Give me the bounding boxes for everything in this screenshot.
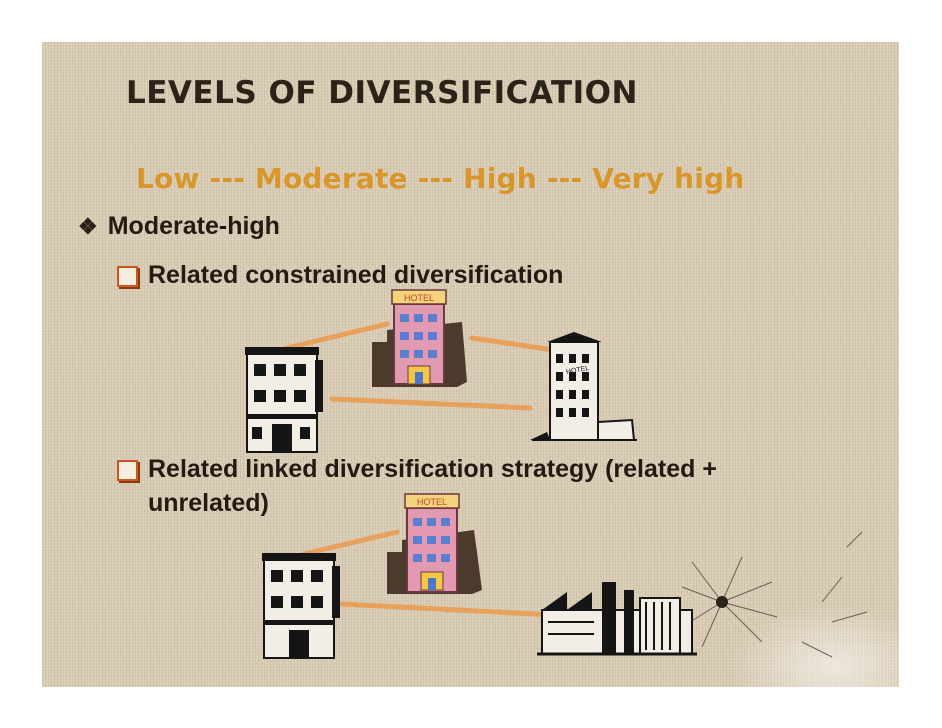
checkbox-bullet-icon xyxy=(117,266,138,287)
connector-line xyxy=(329,396,533,411)
diamond-bullet-icon: ❖ xyxy=(78,213,98,239)
level-bullet-label: Moderate-high xyxy=(107,212,280,240)
old-building-icon xyxy=(245,347,323,453)
checkbox-bullet-icon xyxy=(117,460,138,481)
tower-hotel-sign: HOTEL xyxy=(566,365,590,376)
pink-hotel-icon: HOTEL xyxy=(372,289,467,387)
hotel-sign: HOTEL xyxy=(404,293,434,303)
sub-bullet-related-linked: Related linked diversification strategy … xyxy=(117,452,817,520)
diagram-constrained: HOTEL HOTEL xyxy=(245,289,637,453)
factory-icon xyxy=(537,582,697,656)
pink-hotel-icon: HOTEL xyxy=(387,493,482,594)
connector-line xyxy=(284,321,390,351)
connector-line xyxy=(339,601,557,618)
tower-hotel-icon: HOTEL xyxy=(530,332,637,441)
connector-line xyxy=(301,529,400,557)
sub-bullet-label: Related constrained diversification xyxy=(148,261,564,289)
hotel-sign: HOTEL xyxy=(417,497,447,507)
diagram-linked: HOTEL xyxy=(262,493,697,659)
slide: LEVELS OF DIVERSIFICATION Low --- Modera… xyxy=(42,42,899,687)
connector-line xyxy=(469,335,550,352)
level-bullet: ❖ Moderate-high xyxy=(78,212,280,241)
slide-title: LEVELS OF DIVERSIFICATION xyxy=(126,75,638,111)
diversification-diagram: HOTEL HOTEL xyxy=(245,289,697,659)
diversification-scale: Low --- Moderate --- High --- Very high xyxy=(136,162,745,195)
sub-bullet-related-constrained: Related constrained diversification xyxy=(117,258,563,292)
old-building-icon xyxy=(262,553,340,659)
sub-bullet-label: Related linked diversification strategy … xyxy=(148,455,717,517)
